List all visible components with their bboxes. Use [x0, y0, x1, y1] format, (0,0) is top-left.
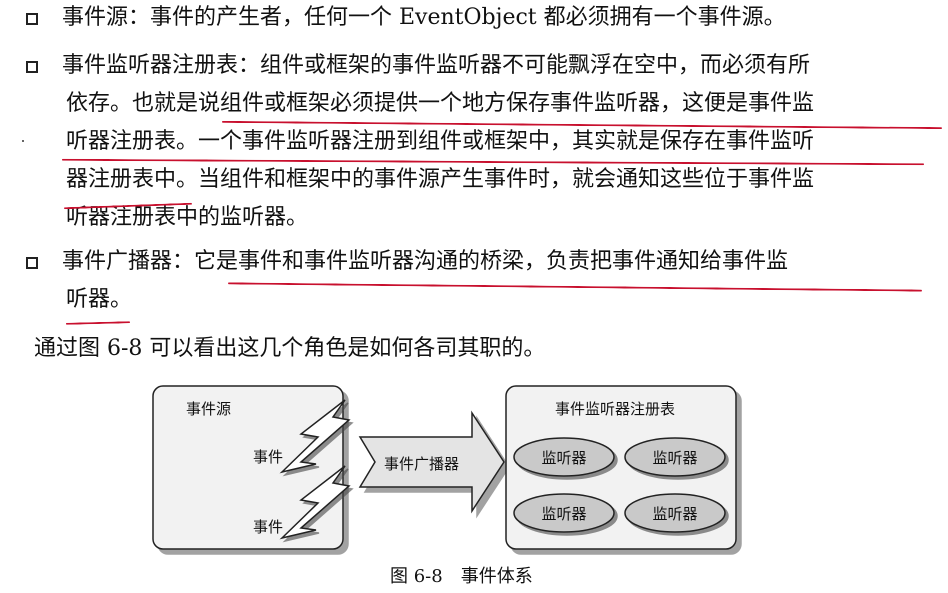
listener-label: 监听器: [541, 506, 586, 523]
listener-ellipse: [513, 493, 615, 533]
lightning-bolt-icon: [279, 465, 351, 540]
bullet-line: 器注册表中。当组件和框架中的事件源产生事件时，就会通知这些位于事件监: [66, 167, 815, 192]
bullet-line: 听器。: [66, 287, 133, 312]
listener-ellipse: [624, 437, 726, 477]
bullet-line: 依存。也就是说组件或框架必须提供一个地方保存事件监听器，这便是事件监: [66, 91, 815, 116]
event-label: 事件: [253, 449, 283, 466]
event-broadcaster-label: 事件广播器: [384, 456, 459, 473]
listener-label: 监听器: [652, 450, 697, 467]
event-label: 事件: [253, 519, 283, 536]
listener-ellipse: [513, 437, 615, 477]
listener-registry-label: 事件监听器注册表: [555, 401, 675, 418]
intro-paragraph: 通过图 6-8 可以看出这几个角色是如何各司其职的。: [34, 336, 546, 361]
bullet-line: 事件源：事件的产生者，任何一个 EventObject 都必须拥有一个事件源。: [62, 5, 786, 30]
bullet-line: 事件广播器：它是事件和事件监听器沟通的桥梁，负责把事件通知给事件监: [62, 249, 789, 274]
listener-ellipse: [624, 493, 726, 533]
event-broadcaster-arrow: [358, 410, 505, 514]
bullet-line: 听器注册表中的监听器。: [66, 205, 309, 230]
scan-speck: [22, 140, 24, 142]
lightning-bolt-icon: [279, 399, 351, 474]
listener-label: 监听器: [541, 450, 586, 467]
event-source-box: [152, 385, 344, 550]
bullet-line: 听器注册表。一个事件监听器注册到组件或框架中，其实就是保存在事件监听: [66, 129, 815, 154]
checkbox-bullet-icon: [26, 257, 38, 269]
listener-label: 监听器: [652, 506, 697, 523]
bullet-line: 事件监听器注册表：组件或框架的事件监听器不可能飘浮在空中，而必须有所: [62, 53, 811, 78]
checkbox-bullet-icon: [26, 13, 38, 25]
checkbox-bullet-icon: [26, 61, 38, 73]
event-source-label: 事件源: [186, 401, 231, 418]
figure-caption: 图 6-8 事件体系: [390, 566, 533, 587]
